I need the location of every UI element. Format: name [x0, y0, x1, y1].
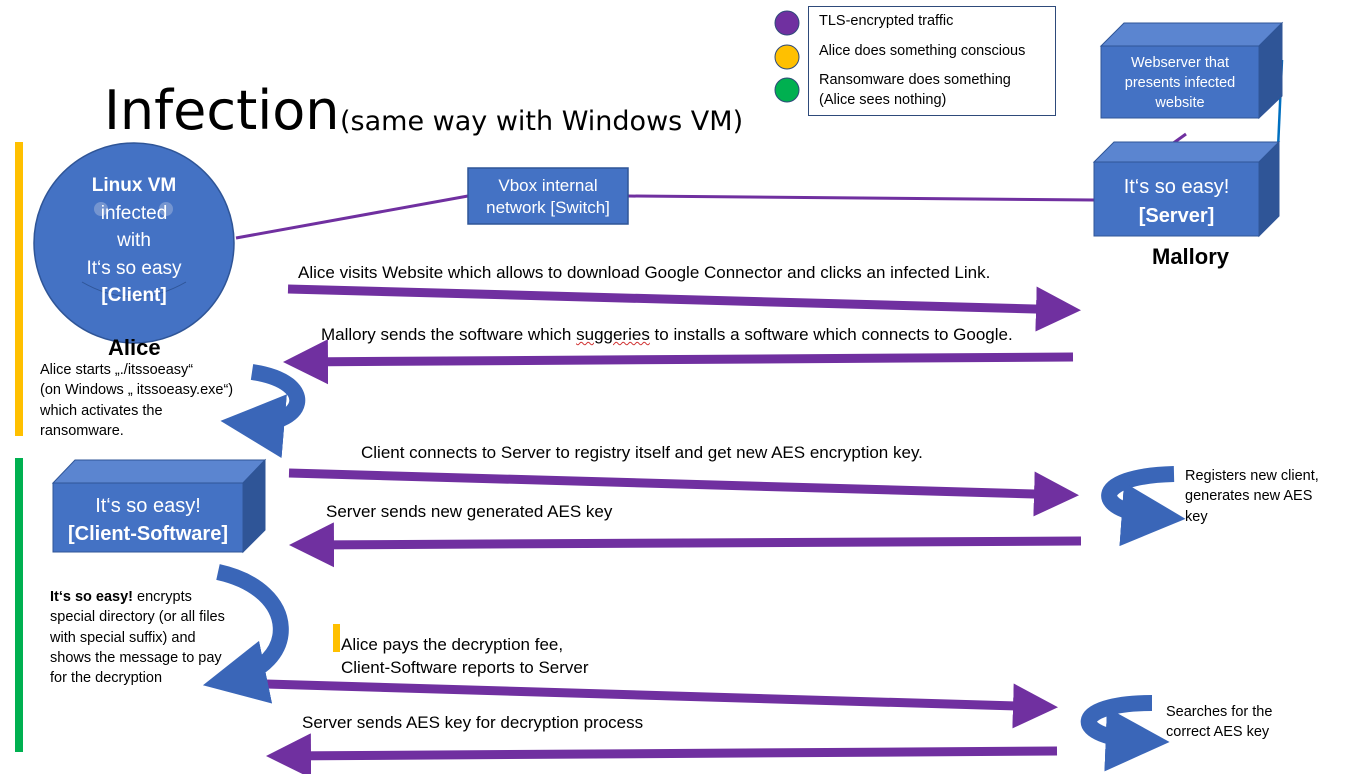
webserver-box-top	[1099, 22, 1284, 47]
note-registers-line3: key	[1185, 508, 1208, 525]
msg-send-aes-key: Server sends new generated AES key	[326, 502, 613, 521]
msg-client-connects: Client connects to Server to registry it…	[361, 443, 923, 462]
arrow-send-software	[283, 339, 1074, 385]
vm-os-label: Linux VM	[91, 175, 177, 196]
vm-role-label: [Client]	[101, 285, 167, 307]
alice-name: Alice	[108, 335, 161, 360]
note-alice-starts-line3: which activates the	[40, 402, 163, 419]
note-alice-starts-line4: ransomware.	[40, 422, 124, 439]
conscious-phase-bar	[15, 142, 23, 436]
client-software-box-top	[51, 459, 267, 484]
legend-label-conscious: Alice does something conscious	[819, 43, 1026, 59]
arrow-client-reports	[265, 679, 1058, 729]
switch-label-line1: Vbox internal	[498, 176, 598, 195]
client-software-label: It‘s so easy! [Client-Software]	[53, 492, 243, 548]
msg-send-software-typo: suggeries	[576, 325, 650, 344]
note-encrypts-bold: It‘s so easy!	[50, 589, 134, 605]
note-alice-starts: Alice starts „./itssoeasy“ (on Windows „…	[40, 360, 233, 441]
page-title: Infection	[104, 79, 340, 142]
msg-alice-pays: Alice pays the decryption fee,	[341, 635, 564, 654]
page-subtitle: (same way with Windows VM)	[340, 106, 744, 137]
msg-client-reports: Client-Software reports to Server	[341, 658, 589, 677]
note-searches-line1: Searches for the	[1166, 704, 1273, 720]
msg-send-software-part1: Mallory sends the software which	[321, 325, 577, 344]
note-encrypts: It‘s so easy! encrypts special directory…	[50, 587, 225, 688]
msg-send-decrypt-key: Server sends AES key for decryption proc…	[302, 713, 644, 732]
note-encrypts-line0: It‘s so easy! encrypts	[50, 587, 225, 607]
msg-visit-website: Alice visits Website which allows to dow…	[298, 263, 991, 282]
webserver-label-line1: Webserver that	[1130, 55, 1230, 71]
curved-arrow-search-icon	[1080, 695, 1170, 772]
arrow-send-decrypt-key	[266, 733, 1058, 774]
webserver-label-line2: presents infected	[1124, 75, 1236, 91]
note-alice-starts-line1: Alice starts „./itssoeasy“	[40, 362, 194, 378]
note-searches-line2: correct AES key	[1166, 724, 1270, 741]
legend-dot-tls	[774, 10, 800, 36]
client-vm-label: Linux VM infected with It‘s so easy [Cli…	[36, 172, 232, 310]
legend-label-ransomware-note: (Alice sees nothing)	[819, 92, 947, 108]
vm-app-label: It‘s so easy	[86, 257, 182, 279]
client-software-label-line1: It‘s so easy!	[95, 495, 201, 517]
vm-with-label: with	[117, 230, 151, 252]
client-software-label-line2: [Client-Software]	[68, 523, 228, 545]
note-registers-line1: Registers new client,	[1185, 468, 1319, 484]
webserver-label-line3: website	[1155, 95, 1205, 111]
vm-eye-left-icon	[94, 202, 108, 216]
note-registers-line2: generates new AES	[1185, 488, 1313, 505]
server-box-top	[1092, 141, 1281, 163]
client-switch-link	[235, 194, 469, 240]
note-searches: Searches for the correct AES key	[1166, 702, 1272, 743]
vm-eye-right-icon	[159, 202, 173, 216]
client-vm-circle[interactable]	[33, 142, 235, 344]
arrow-send-aes-key	[289, 522, 1082, 568]
ransomware-phase-bar	[15, 458, 23, 752]
arrow-visit-website	[287, 284, 1081, 332]
vm-smile-icon	[81, 281, 187, 298]
switch-server-link	[627, 194, 1095, 202]
switch-label: Vbox internal network [Switch]	[468, 175, 628, 219]
arrow-client-connects	[288, 468, 1079, 517]
server-label: It‘s so easy! [Server]	[1094, 173, 1259, 231]
vm-infected-label: infected	[100, 202, 168, 224]
curved-arrow-encrypt-icon	[202, 564, 289, 704]
webserver-label: Webserver that presents infected website	[1101, 53, 1259, 113]
server-box[interactable]	[1093, 161, 1260, 237]
note-alice-starts-line2: (on Windows „ itssoeasy.exe“)	[40, 382, 234, 399]
curved-arrow-start-icon	[220, 364, 306, 459]
client-software-box[interactable]	[52, 482, 244, 553]
mallory-name: Mallory	[1152, 244, 1230, 269]
note-encrypts-line2: with special suffix) and	[50, 629, 196, 646]
legend-dot-ransomware	[774, 77, 800, 103]
switch-box[interactable]	[467, 167, 629, 225]
msg-send-software-part2: to installs a software which connects to…	[649, 325, 1013, 344]
curved-arrow-register-icon	[1101, 466, 1186, 547]
msg-send-software: Mallory sends the software which suggeri…	[321, 324, 1013, 345]
note-encrypts-rest: encrypts	[133, 589, 192, 605]
pay-conscious-marker	[333, 624, 340, 652]
switch-label-line2: network [Switch]	[486, 197, 610, 217]
note-encrypts-line4: for the decryption	[50, 670, 163, 687]
server-label-line1: It‘s so easy!	[1123, 176, 1230, 198]
server-label-line2: [Server]	[1138, 205, 1215, 227]
legend-box: TLS-encrypted traffic Alice does somethi…	[808, 6, 1056, 116]
legend-label-ransomware: Ransomware does something	[819, 72, 1011, 88]
note-registers: Registers new client, generates new AES …	[1185, 466, 1319, 527]
note-encrypts-line3: shows the message to pay	[50, 649, 222, 666]
legend-dot-conscious	[774, 44, 800, 70]
note-encrypts-line1: special directory (or all files	[50, 609, 225, 626]
legend-label-tls: TLS-encrypted traffic	[819, 13, 954, 29]
webserver-box[interactable]	[1100, 45, 1260, 119]
